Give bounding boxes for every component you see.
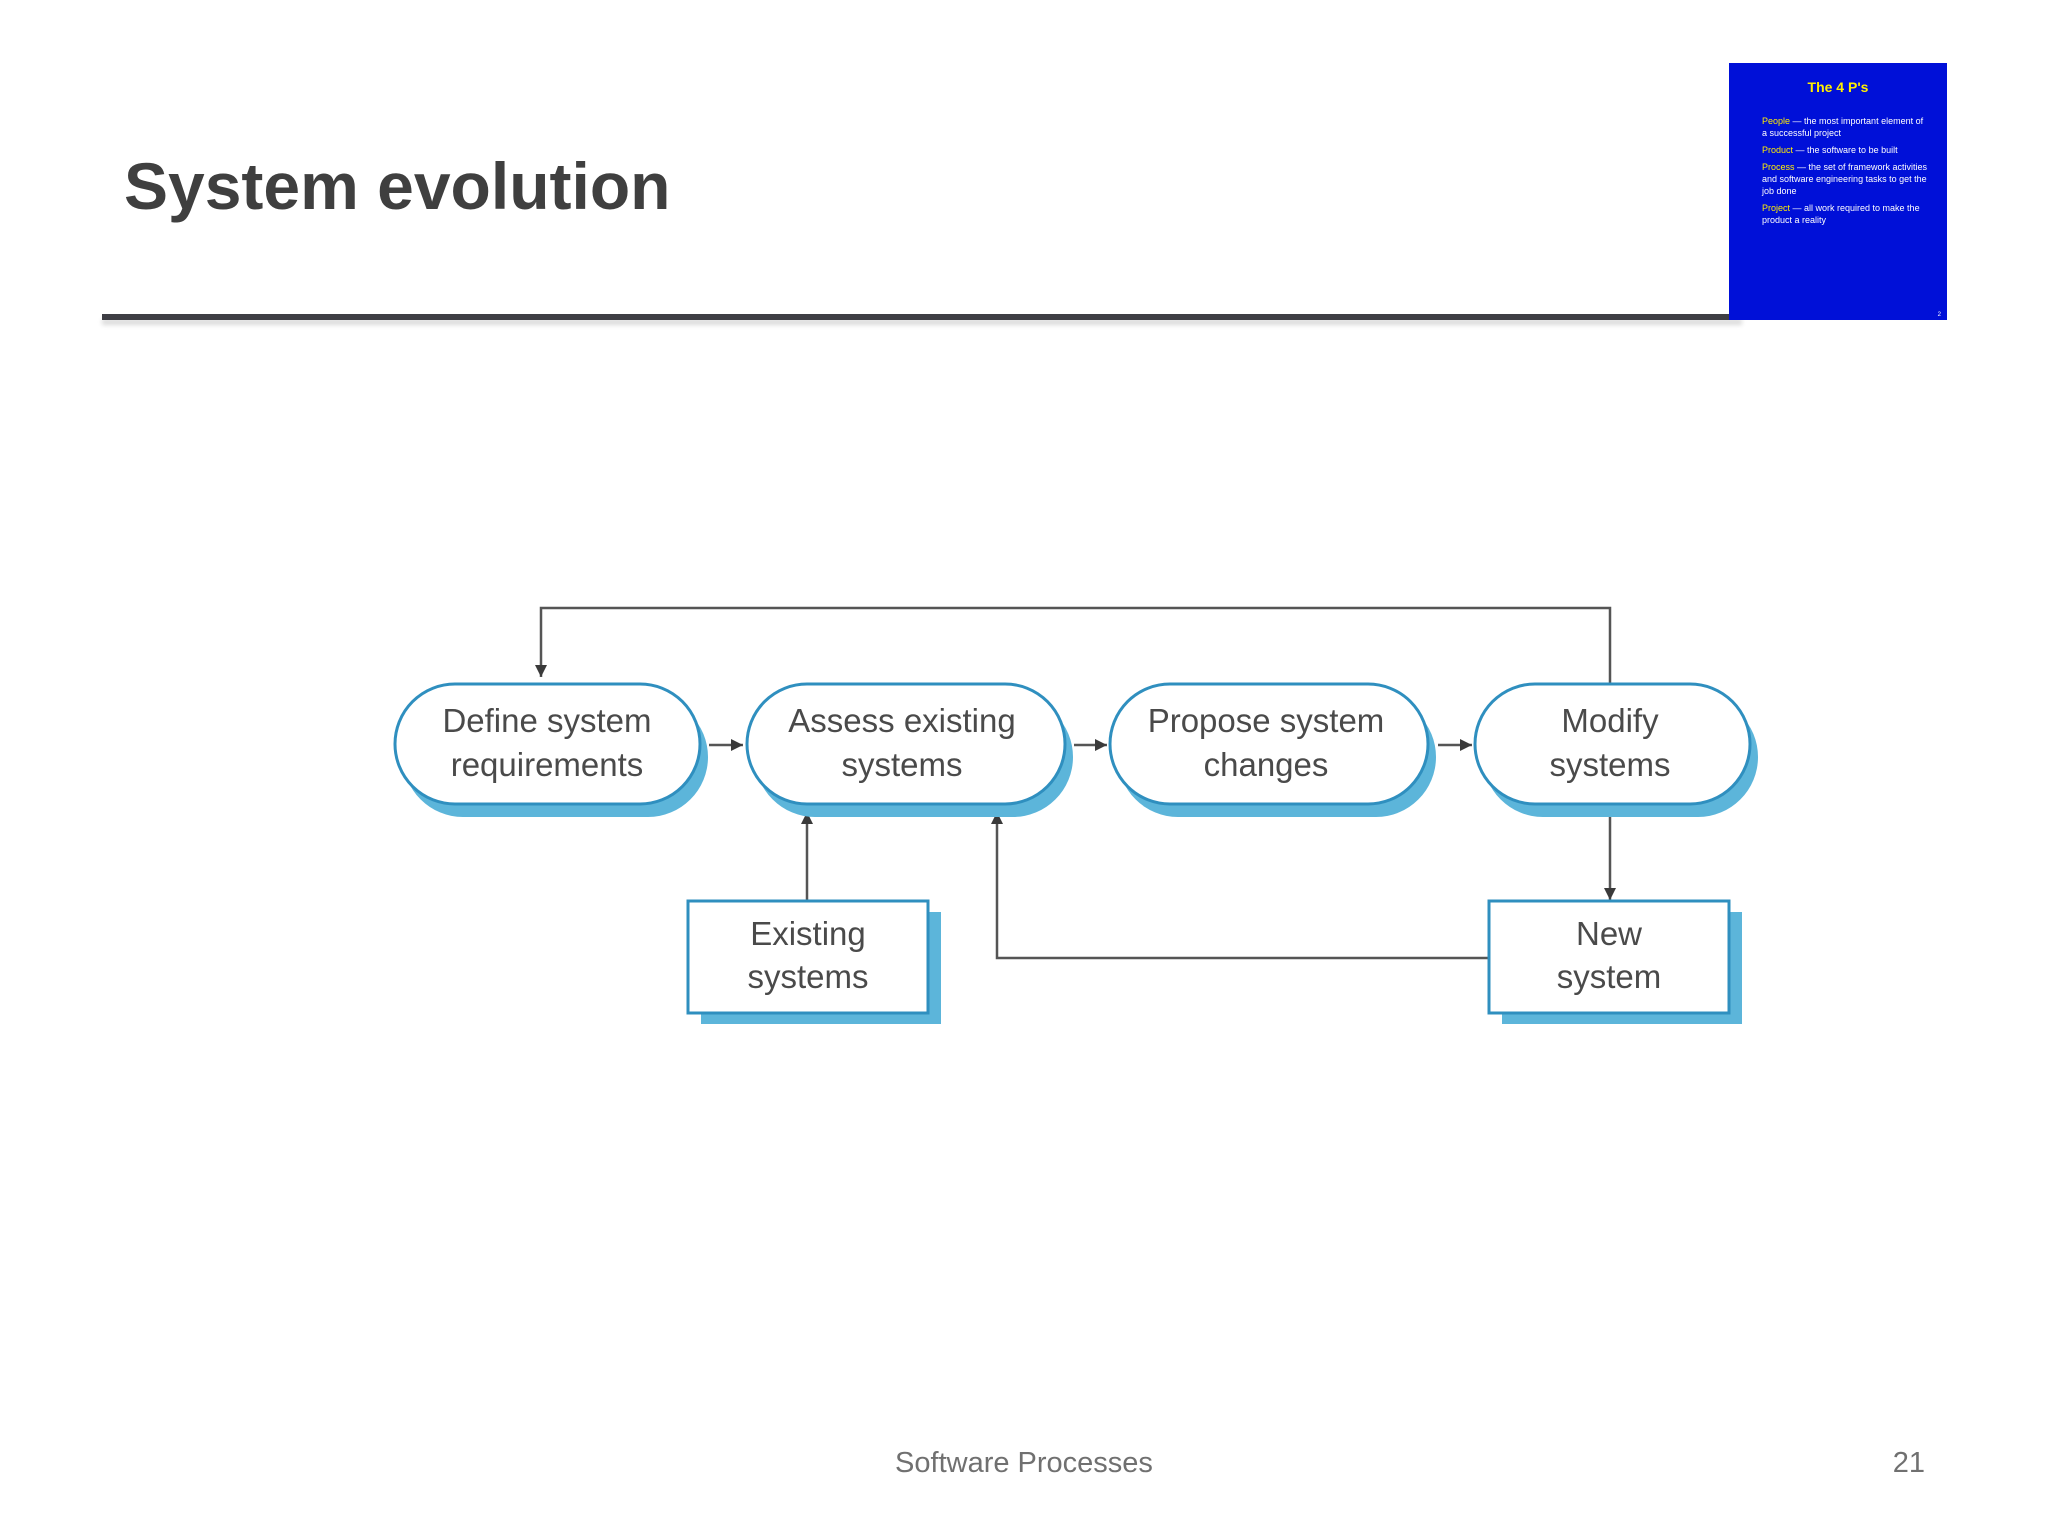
process-label-line1: Propose system [1148,702,1385,739]
process-assess-existing-systems: Assess existing systems [747,684,1073,817]
slide-page-number: 21 [1870,1447,1925,1480]
process-label-line1: Assess existing [788,702,1015,739]
process-modify-systems: Modify systems [1475,684,1758,817]
process-label-line1: Define system [442,702,651,739]
process-label-line2: changes [1204,746,1329,783]
slide-footer: Software Processes [0,1447,2048,1480]
process-label-line1: Modify [1561,702,1659,739]
document-label-line2: system [1557,958,1662,995]
process-label-line2: systems [1549,746,1670,783]
document-label-line1: Existing [750,915,866,952]
process-define-system-requirements: Define system requirements [395,684,708,817]
document-new-system: New system [1489,901,1742,1024]
document-existing-systems: Existing systems [688,901,941,1024]
process-label-line2: systems [841,746,962,783]
document-label-line2: systems [747,958,868,995]
process-label-line2: requirements [451,746,644,783]
new-system-feedback-connector [997,812,1488,958]
document-label-line1: New [1576,915,1642,952]
process-propose-system-changes: Propose system changes [1110,684,1436,817]
feedback-loop-connector [541,608,1610,684]
